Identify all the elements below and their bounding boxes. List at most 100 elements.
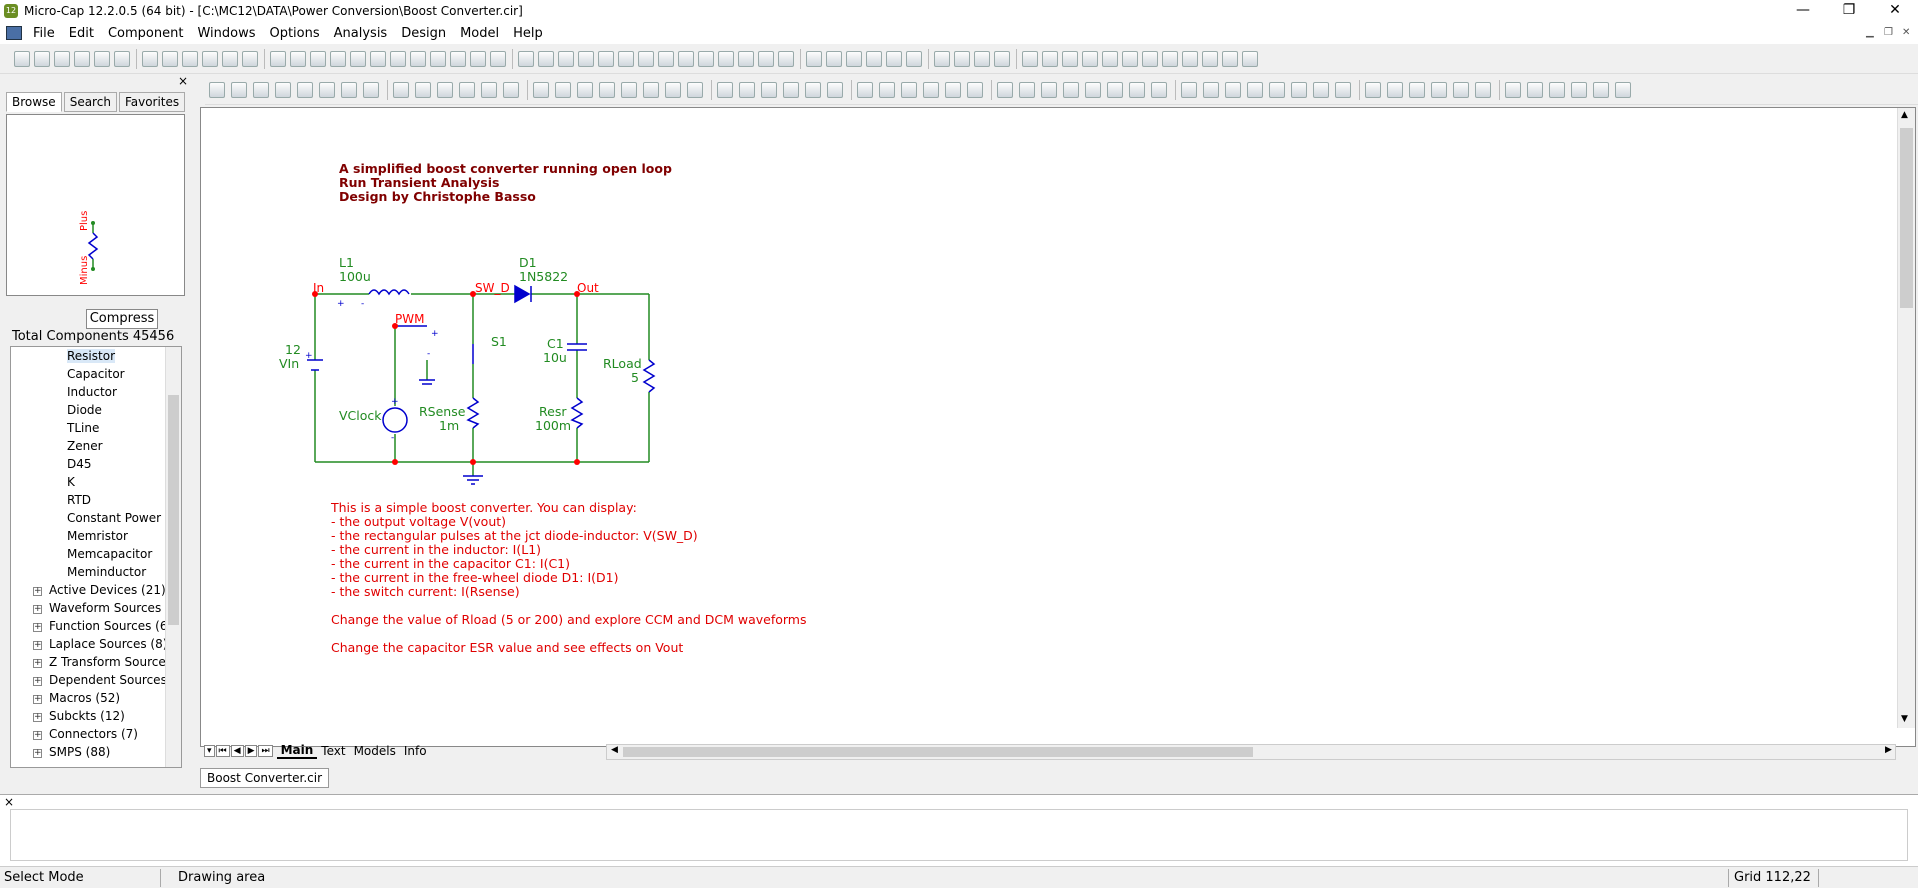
- menu-component[interactable]: Component: [107, 25, 184, 41]
- l1-name[interactable]: L1: [339, 255, 354, 270]
- toolbar-button-icon[interactable]: [846, 51, 862, 67]
- toolbar-button-icon[interactable]: [739, 82, 755, 98]
- toolbar-button-icon[interactable]: [805, 82, 821, 98]
- vin-value[interactable]: 12: [285, 342, 301, 357]
- tree-group[interactable]: Function Sources (6): [49, 619, 173, 633]
- maximize-button[interactable]: ❐: [1842, 2, 1856, 18]
- tab-search[interactable]: Search: [63, 92, 117, 112]
- toolbar-button-icon[interactable]: [415, 82, 431, 98]
- toolbar-button-icon[interactable]: [1527, 82, 1543, 98]
- toolbar-button-icon[interactable]: [658, 51, 674, 67]
- last-page-icon[interactable]: ⏭: [258, 745, 273, 757]
- expand-icon[interactable]: +: [33, 694, 42, 704]
- expand-icon[interactable]: +: [33, 676, 42, 686]
- first-page-icon[interactable]: ⏮: [215, 745, 230, 757]
- tree-group[interactable]: Waveform Sources (14: [49, 601, 182, 615]
- menu-edit[interactable]: Edit: [68, 25, 94, 41]
- menu-options[interactable]: Options: [269, 25, 320, 41]
- toolbar-button-icon[interactable]: [1085, 82, 1101, 98]
- toolbar-button-icon[interactable]: [665, 82, 681, 98]
- toolbar-button-icon[interactable]: [202, 51, 218, 67]
- tree-item[interactable]: Zener: [67, 439, 103, 453]
- toolbar-button-icon[interactable]: [974, 51, 990, 67]
- vclock-name[interactable]: VClock: [339, 408, 382, 423]
- mdi-minimize-icon[interactable]: ▁: [1866, 27, 1874, 38]
- scroll-left-icon[interactable]: ◀: [611, 745, 618, 755]
- toolbar-button-icon[interactable]: [1151, 82, 1167, 98]
- menu-windows[interactable]: Windows: [197, 25, 256, 41]
- c1-value[interactable]: 10u: [543, 350, 567, 365]
- toolbar-button-icon[interactable]: [555, 82, 571, 98]
- output-close-icon[interactable]: ×: [4, 795, 15, 809]
- toolbar-button-icon[interactable]: [1593, 82, 1609, 98]
- toolbar-button-icon[interactable]: [1162, 51, 1178, 67]
- tree-item[interactable]: Memristor: [67, 529, 128, 543]
- d1-value[interactable]: 1N5822: [519, 269, 569, 284]
- rsense-name[interactable]: RSense: [419, 404, 466, 419]
- toolbar-button-icon[interactable]: [538, 51, 554, 67]
- schematic-canvas[interactable]: +- +- +- + A simplified boost converter …: [200, 107, 1916, 747]
- toolbar-button-icon[interactable]: [934, 51, 950, 67]
- tree-item[interactable]: Capacitor: [67, 367, 125, 381]
- toolbar-button-icon[interactable]: [1225, 82, 1241, 98]
- toolbar-button-icon[interactable]: [503, 82, 519, 98]
- toolbar-button-icon[interactable]: [577, 82, 593, 98]
- toolbar-button-icon[interactable]: [678, 51, 694, 67]
- menu-help[interactable]: Help: [513, 25, 543, 41]
- toolbar-button-icon[interactable]: [1505, 82, 1521, 98]
- tab-models[interactable]: Models: [353, 744, 396, 758]
- tree-item[interactable]: Inductor: [67, 385, 117, 399]
- node-swd-label[interactable]: SW_D: [475, 281, 510, 295]
- toolbar-button-icon[interactable]: [231, 82, 247, 98]
- toolbar-button-icon[interactable]: [1549, 82, 1565, 98]
- mdi-close-icon[interactable]: ✕: [1902, 27, 1911, 38]
- tree-item[interactable]: D45: [67, 457, 92, 471]
- toolbar-button-icon[interactable]: [1335, 82, 1351, 98]
- document-icon[interactable]: [6, 26, 22, 40]
- toolbar-button-icon[interactable]: [738, 51, 754, 67]
- toolbar-button-icon[interactable]: [330, 51, 346, 67]
- file-tab[interactable]: Boost Converter.cir: [200, 768, 330, 788]
- toolbar-button-icon[interactable]: [363, 82, 379, 98]
- toolbar-button-icon[interactable]: [470, 51, 486, 67]
- toolbar-button-icon[interactable]: [954, 51, 970, 67]
- close-button[interactable]: ✕: [1889, 2, 1901, 18]
- toolbar-button-icon[interactable]: [1122, 51, 1138, 67]
- toolbar-button-icon[interactable]: [997, 82, 1013, 98]
- toolbar-button-icon[interactable]: [598, 51, 614, 67]
- toolbar-button-icon[interactable]: [698, 51, 714, 67]
- compress-button[interactable]: Compress: [86, 309, 158, 329]
- toolbar-button-icon[interactable]: [341, 82, 357, 98]
- toolbar-button-icon[interactable]: [1182, 51, 1198, 67]
- scroll-down-icon[interactable]: ▼: [1901, 714, 1908, 724]
- s1-name[interactable]: S1: [491, 334, 507, 349]
- toolbar-button-icon[interactable]: [1181, 82, 1197, 98]
- tab-favorites[interactable]: Favorites: [118, 92, 186, 112]
- toolbar-button-icon[interactable]: [906, 51, 922, 67]
- toolbar-button-icon[interactable]: [481, 82, 497, 98]
- horizontal-scroll-thumb[interactable]: [623, 747, 1253, 757]
- toolbar-button-icon[interactable]: [310, 51, 326, 67]
- toolbar-button-icon[interactable]: [1062, 51, 1078, 67]
- d1-name[interactable]: D1: [519, 255, 537, 270]
- toolbar-button-icon[interactable]: [94, 51, 110, 67]
- toolbar-button-icon[interactable]: [901, 82, 917, 98]
- expand-icon[interactable]: +: [33, 712, 42, 722]
- tree-item[interactable]: Constant Power: [67, 511, 162, 525]
- toolbar-button-icon[interactable]: [162, 51, 178, 67]
- toolbar-button-icon[interactable]: [1102, 51, 1118, 67]
- toolbar-button-icon[interactable]: [1571, 82, 1587, 98]
- toolbar-button-icon[interactable]: [1453, 82, 1469, 98]
- toolbar-button-icon[interactable]: [857, 82, 873, 98]
- toolbar-button-icon[interactable]: [533, 82, 549, 98]
- toolbar-button-icon[interactable]: [1247, 82, 1263, 98]
- toolbar-button-icon[interactable]: [490, 51, 506, 67]
- toolbar-button-icon[interactable]: [275, 82, 291, 98]
- scroll-right-icon[interactable]: ▶: [1885, 745, 1892, 755]
- expand-icon[interactable]: +: [33, 604, 42, 614]
- toolbar-button-icon[interactable]: [297, 82, 313, 98]
- toolbar-button-icon[interactable]: [717, 82, 733, 98]
- toolbar-button-icon[interactable]: [54, 51, 70, 67]
- toolbar-button-icon[interactable]: [1313, 82, 1329, 98]
- toolbar-button-icon[interactable]: [370, 51, 386, 67]
